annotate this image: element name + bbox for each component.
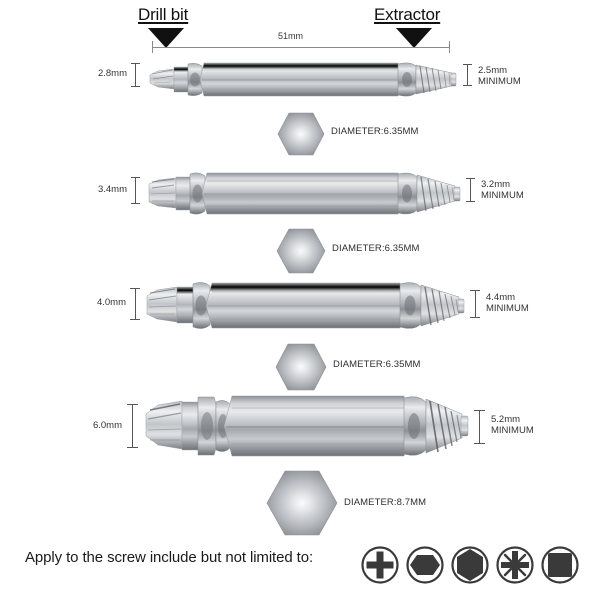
footer-caption: Apply to the screw include but not limit… — [25, 549, 314, 566]
bit-1-left-measure-bracket — [131, 63, 140, 87]
bit-2-diameter-hexagon — [276, 228, 326, 274]
overall-length-dimension-line — [152, 47, 450, 48]
hex-head-screw-icon — [451, 546, 489, 584]
bit-2-graphic — [146, 168, 464, 220]
bit-2-left-measure-bracket — [131, 177, 140, 204]
bit-3-right-measure-bracket — [470, 290, 480, 318]
overall-length-label: 51mm — [278, 31, 304, 41]
bit-3-graphic — [144, 278, 468, 334]
bit-2-right-qualifier: MINIMUM — [481, 189, 524, 201]
bit-2-left-size-label: 3.4mm — [97, 184, 127, 195]
bit-2-right-size-label: 3.2mm MINIMUM — [481, 179, 524, 201]
bit-1-graphic — [148, 57, 460, 103]
bit-1-right-qualifier: MINIMUM — [478, 75, 521, 87]
bit-2-right-size-value: 3.2mm — [481, 179, 511, 190]
phillips-screw-head-icon — [361, 546, 399, 584]
bit-2-diameter-label: DIAMETER:6.35MM — [332, 243, 420, 254]
bit-4-right-qualifier: MINIMUM — [491, 424, 534, 436]
hex-socket-screw-head-icon — [406, 546, 444, 584]
bit-3-right-size-label: 4.4mm MINIMUM — [486, 292, 529, 314]
extractor-header-label: Extractor — [374, 5, 441, 24]
bit-3-right-size-value: 4.4mm — [486, 292, 516, 303]
bit-1-diameter-hexagon — [277, 112, 325, 156]
bit-4-diameter-label: DIAMETER:8.7MM — [344, 497, 427, 508]
bit-4-right-size-label: 5.2mm MINIMUM — [491, 414, 534, 436]
bit-4-diameter-hexagon — [266, 470, 338, 536]
bit-3-diameter-hexagon — [275, 343, 327, 391]
bit-4-right-size-value: 5.2mm — [491, 414, 521, 425]
bit-1-right-measure-bracket — [463, 64, 472, 86]
screw-head-icon-row — [360, 545, 580, 585]
torx-star-screw-head-icon — [496, 546, 534, 584]
bit-3-left-size-label: 4.0mm — [96, 297, 126, 308]
bit-3-left-measure-bracket — [130, 288, 140, 320]
bit-1-right-size-label: 2.5mm MINIMUM — [478, 65, 521, 87]
down-triangle-icon-drill-bit — [148, 28, 184, 48]
bit-3-right-qualifier: MINIMUM — [486, 302, 529, 314]
bit-4-graphic — [142, 392, 472, 462]
bit-4-left-measure-bracket — [127, 404, 138, 448]
drill-bit-header-label: Drill bit — [138, 5, 189, 24]
bit-1-right-size-value: 2.5mm — [478, 65, 508, 76]
bit-1-diameter-label: DIAMETER:6.35MM — [331, 126, 419, 137]
bit-4-left-size-label: 6.0mm — [92, 420, 122, 431]
bit-3-diameter-label: DIAMETER:6.35MM — [333, 359, 421, 370]
bit-1-left-size-label: 2.8mm — [97, 68, 127, 79]
down-triangle-icon-extractor — [396, 28, 432, 48]
bit-4-right-measure-bracket — [474, 410, 485, 444]
dimension-cap-right — [449, 41, 450, 53]
bit-2-right-measure-bracket — [466, 178, 475, 202]
dimension-cap-left — [152, 41, 153, 53]
square-robertson-screw-head-icon — [541, 546, 579, 584]
